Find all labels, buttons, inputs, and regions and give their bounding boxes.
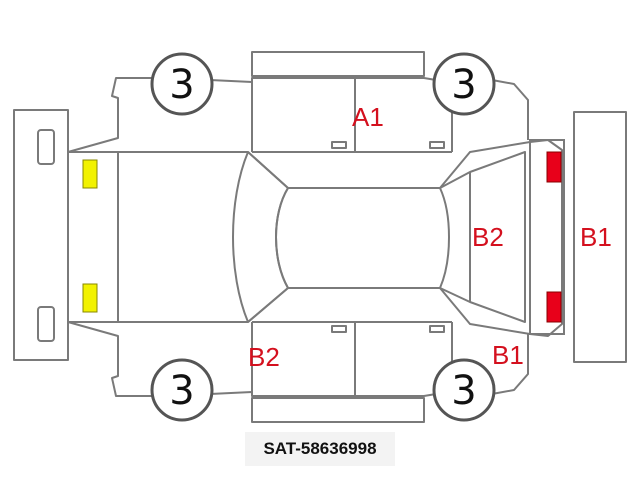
damage-mark-b1-rear-bumper: B1: [580, 222, 612, 252]
front-bumper-slot-top: [37, 129, 55, 165]
stock-code-label: SAT-58636998: [245, 432, 395, 466]
front-bumper-slot-bottom: [37, 306, 55, 342]
vehicle-condition-diagram: 3 3 3 3 A1 B2 B1 B2 B1: [13, 51, 627, 423]
front-bumper: [13, 109, 69, 361]
bottom-rear-handle: [429, 325, 445, 333]
top-front-handle: [331, 141, 347, 149]
roof: [275, 187, 450, 289]
damage-mark-b1-left-quarter: B1: [492, 340, 524, 370]
rear-light-bottom: [546, 291, 562, 323]
bottom-doors: [251, 321, 453, 396]
rear-light-top: [546, 151, 562, 183]
tire-rear-right: 3: [432, 358, 496, 422]
bottom-side-rail: [251, 397, 425, 423]
front-light-bottom: [82, 283, 98, 313]
top-side-rail: [251, 51, 425, 77]
tire-grade-front-left: 3: [169, 62, 194, 108]
windshield: [232, 151, 289, 323]
tire-grade-front-right: 3: [451, 62, 476, 108]
tire-front-left: 3: [150, 52, 214, 116]
top-doors: [251, 78, 453, 153]
top-rear-handle: [429, 141, 445, 149]
damage-mark-b2-rear-glass: B2: [472, 222, 504, 252]
rear-bumper: [573, 111, 627, 363]
rear-glass: [439, 171, 471, 303]
tire-grade-rear-left: 3: [169, 368, 194, 414]
tire-front-right: 3: [432, 52, 496, 116]
damage-mark-a1: A1: [352, 102, 384, 132]
tail-light-housing: [529, 139, 565, 335]
bottom-front-handle: [331, 325, 347, 333]
damage-mark-b2-left-door: B2: [248, 342, 280, 372]
tire-grade-rear-right: 3: [451, 368, 476, 414]
tailgate: [469, 151, 526, 323]
tire-rear-left: 3: [150, 358, 214, 422]
front-light-top: [82, 159, 98, 189]
